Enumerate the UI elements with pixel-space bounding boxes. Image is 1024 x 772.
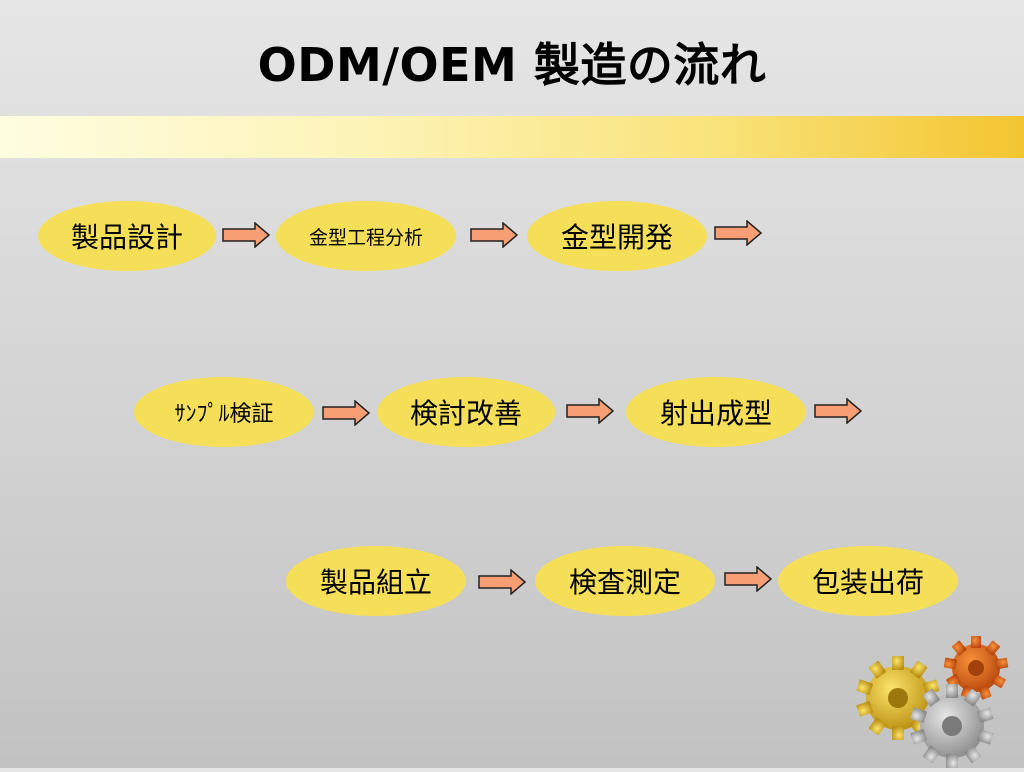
step-product-assembly: 製品組立 — [286, 546, 466, 616]
step-mold-development: 金型開発 — [527, 201, 707, 271]
step-mold-process-analysis: 金型工程分析 — [276, 201, 456, 271]
flow-arrow-icon — [724, 566, 772, 592]
title-underline-band — [0, 116, 1024, 158]
flow-arrow-icon — [322, 400, 370, 426]
step-packaging-shipping: 包装出荷 — [778, 546, 958, 616]
page-title: ODM/OEM 製造の流れ — [257, 38, 767, 92]
step-inspection-measurement: 検査測定 — [535, 546, 715, 616]
flow-arrow-icon — [478, 569, 526, 595]
gears-icon — [848, 630, 1024, 768]
step-injection-molding: 射出成型 — [626, 377, 806, 447]
step-review-improvement: 検討改善 — [377, 377, 555, 447]
step-product-design: 製品設計 — [38, 201, 216, 271]
flow-arrow-icon — [566, 398, 614, 424]
flow-arrow-icon — [470, 222, 518, 248]
flow-arrow-icon — [814, 398, 862, 424]
flow-arrow-icon — [222, 222, 270, 248]
step-sample-verification: ｻﾝﾌﾟﾙ検証 — [134, 377, 314, 447]
flow-arrow-icon — [714, 220, 762, 246]
